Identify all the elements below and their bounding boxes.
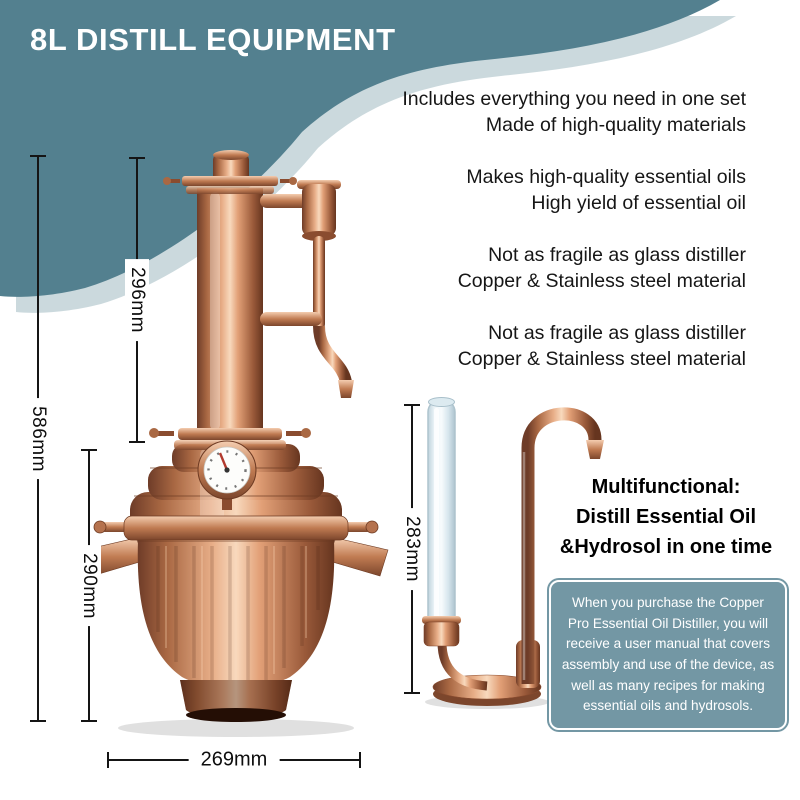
feature-line: Copper & Stainless steel material [457,270,746,292]
feature-line: Not as fragile as glass distiller [488,244,746,266]
dimension-label-base-width: 269mm [188,748,280,772]
thermometer-gauge [197,440,257,510]
feature-line: Not as fragile as glass distiller [488,322,746,344]
glass-receiver-tube [422,397,488,691]
hook-pipe-outlet [586,440,604,459]
dimension-label-pot-height: 290mm [77,544,101,627]
feature-line: Makes high-quality essential oils [466,166,746,188]
feature-line: High yield of essential oil [531,192,746,214]
dimension-condenser-height: 283mm [400,404,424,694]
multifunctional-line: Distill Essential Oil [575,506,757,528]
info-box-text: When you purchase the Copper Pro Essenti… [561,595,775,714]
dimension-label-condenser-height: 283mm [400,508,424,590]
feature-line: Includes everything you need in one set [402,88,746,110]
pot-body [137,540,335,722]
pot-handle-right [325,537,389,577]
column-clamp-top [163,176,297,194]
multifunctional-line: Multifunctional: [591,476,741,498]
dimension-total-height: 586mm [26,155,50,722]
feature-text-block-3: Not as fragile as glass distiller Copper… [402,242,746,294]
multifunctional-caption: Multifunctional: Distill Essential Oil &… [546,472,786,562]
feature-text-block-1: Includes everything you need in one set … [402,86,746,138]
feature-text-block-4: Not as fragile as glass distiller Copper… [402,320,746,372]
dimension-base-width: 269mm [107,748,361,772]
condenser-pipes [260,180,354,398]
header-wave-graphic [0,0,736,313]
still-cap [213,154,249,182]
feature-list: Includes everything you need in one set … [402,86,746,398]
still-column [149,150,311,450]
dimension-pot-height: 290mm [77,449,101,722]
dimension-column-height: 296mm [125,157,149,443]
header-wave-main [0,0,720,297]
outlet-spout [313,325,352,384]
feature-line: Made of high-quality materials [485,114,746,136]
info-box: When you purchase the Copper Pro Essenti… [549,580,787,730]
column-clamp-bottom [149,428,311,450]
multifunctional-line: &Hydrosol in one time [559,536,773,558]
feature-text-block-2: Makes high-quality essential oils High y… [402,164,746,216]
pot-base [180,680,292,718]
page-title: 8L DISTILL EQUIPMENT [30,22,396,57]
dimension-label-column-height: 296mm [125,259,149,341]
feature-line: Copper & Stainless steel material [457,348,746,370]
dimension-label-total-height: 586mm [26,397,50,480]
hook-pipe [432,407,604,706]
